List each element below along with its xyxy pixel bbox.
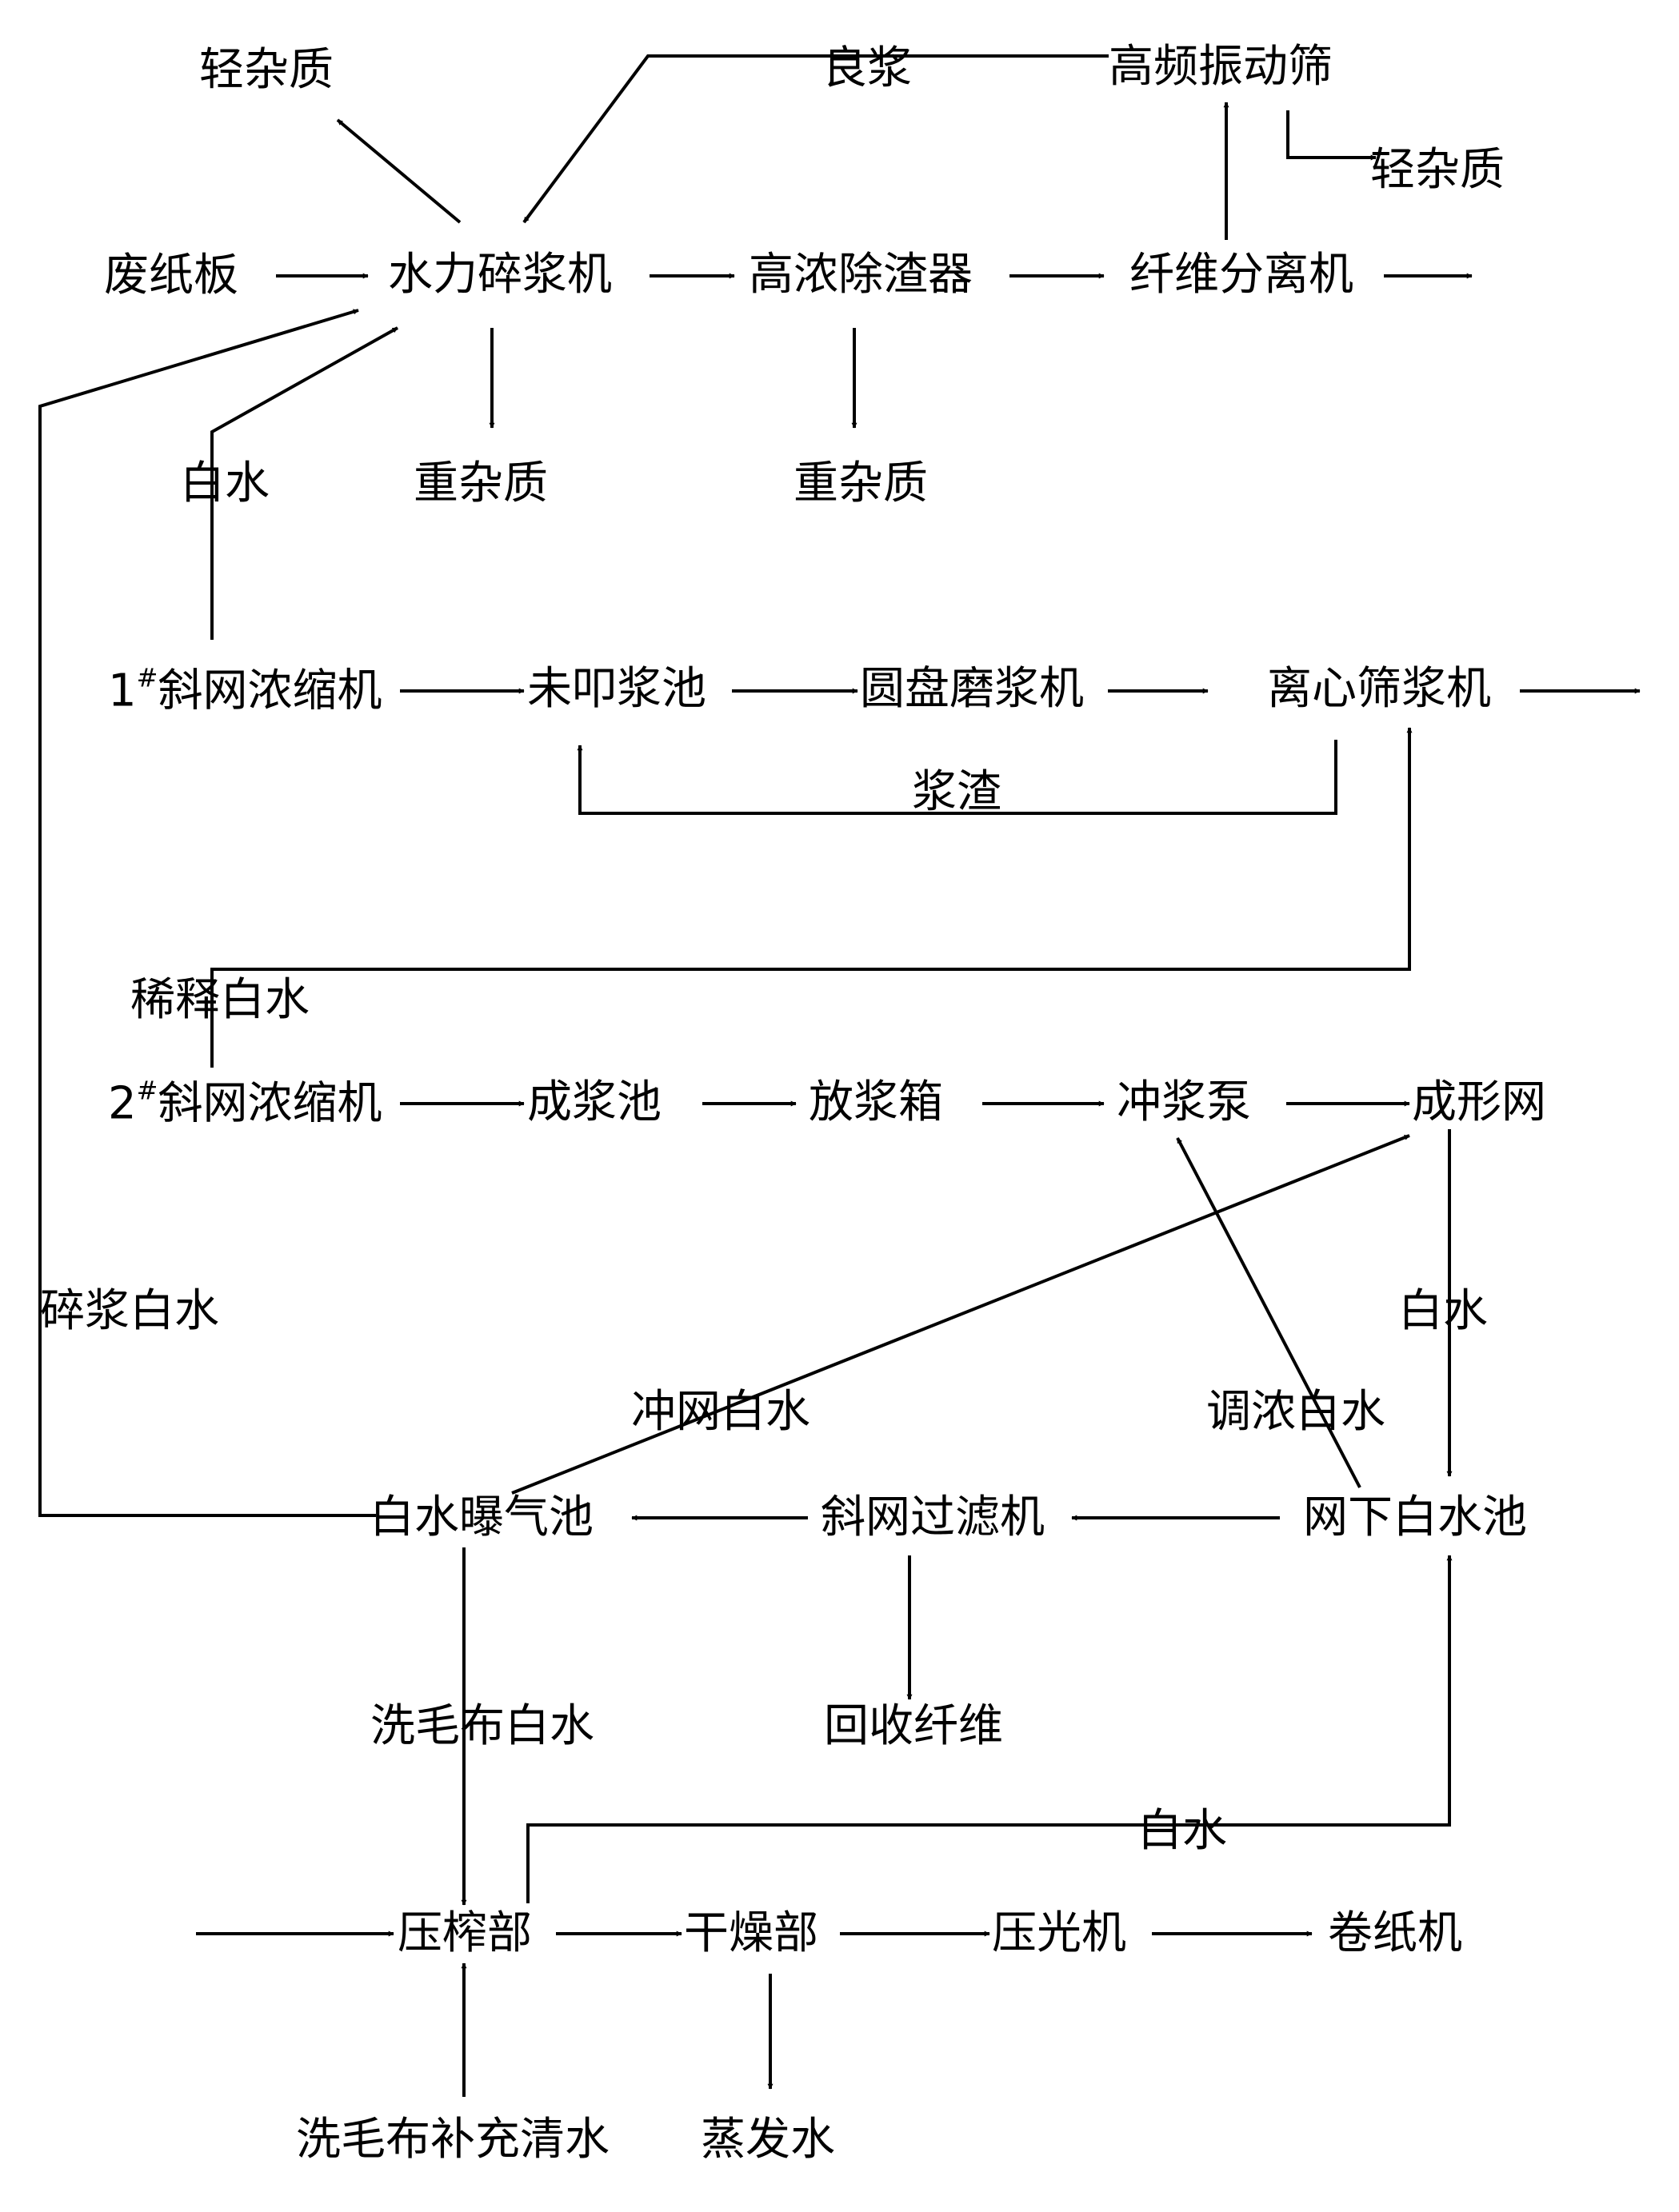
white-water-label-2: 白水 <box>1398 1285 1488 1337</box>
stock-chest-node: 成浆池 <box>527 1076 662 1128</box>
felt-wash-white-water-label: 洗毛布白水 <box>370 1700 594 1752</box>
inclined-wire-thickener-2-node: 2#斜网浓缩机 <box>108 1075 382 1130</box>
light-impurity-label-2: 轻杂质 <box>1370 144 1505 196</box>
calender-node: 压光机 <box>992 1907 1126 1959</box>
wire-shower-white-water-arrow <box>511 1134 1410 1495</box>
press-white-water-return-arrow <box>526 1555 1453 1903</box>
dilution-white-water-label: 稀释白水 <box>130 974 310 1026</box>
discharge-box-node: 放浆箱 <box>809 1076 943 1128</box>
dilution-white-water-arrow <box>210 727 1413 1068</box>
white-water-aeration-tank-node: 白水曝气池 <box>370 1491 594 1543</box>
white-water-to-hydrapulper-arrow <box>210 326 398 640</box>
forming-wire-node: 成形网 <box>1412 1076 1546 1128</box>
press-section-node: 压榨部 <box>398 1907 532 1959</box>
waste-board-node: 废纸板 <box>104 250 238 301</box>
fiber-separator-node: 纤维分离机 <box>1129 249 1353 301</box>
dryer-section-node: 干燥部 <box>684 1907 818 1959</box>
felt-wash-fresh-water-label: 洗毛布补充清水 <box>296 2114 610 2166</box>
white-water-label-3: 白水 <box>1137 1805 1227 1857</box>
disc-refiner-node: 圆盘磨浆机 <box>860 663 1084 715</box>
fan-pump-node: 冲浆泵 <box>1117 1076 1251 1128</box>
pulping-white-water-label: 碎浆白水 <box>40 1285 219 1337</box>
unbeaten-pulp-chest-node: 未叩浆池 <box>527 663 706 715</box>
high-density-cleaner-node: 高浓除渣器 <box>749 249 973 301</box>
light-impurity-label: 轻杂质 <box>199 44 334 96</box>
hydrapulper-to-light-impurity-arrow <box>336 118 462 224</box>
consistency-adjust-white-water-label: 调浓白水 <box>1206 1386 1385 1438</box>
good-pulp-return-arrow <box>522 54 1109 224</box>
consistency-white-water-arrow <box>1176 1137 1361 1488</box>
heavy-impurity-label-2: 重杂质 <box>794 457 928 509</box>
high-frequency-vibrating-screen-node: 高频振动筛 <box>1109 41 1333 93</box>
underwire-white-water-tank-node: 网下白水池 <box>1303 1491 1527 1543</box>
vibrating-screen-to-light-impurity-line <box>1286 110 1377 161</box>
good-pulp-label: 良浆 <box>822 42 912 94</box>
inclined-wire-thickener-1-node: 1#斜网浓缩机 <box>108 662 382 717</box>
centrifugal-screen-node: 离心筛浆机 <box>1267 663 1491 715</box>
rejects-label: 浆渣 <box>912 766 1001 818</box>
wire-shower-white-water-label: 冲网白水 <box>631 1386 810 1438</box>
hydrapulper-node: 水力碎浆机 <box>388 249 612 301</box>
inclined-wire-filter-node: 斜网过滤机 <box>821 1491 1045 1543</box>
recovered-fiber-label: 回收纤维 <box>824 1700 1003 1752</box>
heavy-impurity-label: 重杂质 <box>414 457 548 509</box>
reel-node: 卷纸机 <box>1328 1907 1462 1959</box>
white-water-label: 白水 <box>180 457 270 509</box>
evaporated-water-label: 蒸发水 <box>701 2114 835 2166</box>
rejects-return-arrow <box>577 740 1337 815</box>
pulping-white-water-return-arrow <box>38 309 376 1517</box>
